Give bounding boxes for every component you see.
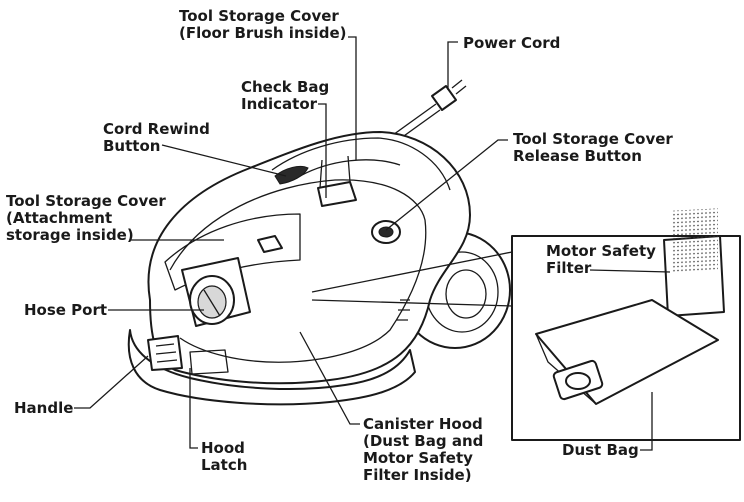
label-check-bag-indicator: Check Bag Indicator [241, 79, 329, 113]
label-line: Power Cord [463, 34, 561, 52]
label-line: Handle [14, 399, 74, 417]
label-line: Button [103, 137, 161, 155]
label-line: Filter [546, 259, 592, 277]
label-cord-rewind-button: Cord Rewind Button [103, 121, 210, 155]
label-line: Release Button [513, 147, 642, 165]
canister-body-drawing [127, 131, 471, 406]
label-line: (Dust Bag and [363, 432, 484, 450]
label-motor-safety-filter: Motor Safety Filter [546, 243, 656, 277]
label-line: (Floor Brush inside) [179, 24, 347, 42]
label-power-cord: Power Cord [463, 35, 560, 52]
label-line: Cord Rewind [103, 120, 210, 138]
label-line: Indicator [241, 95, 318, 113]
label-dust-bag: Dust Bag [562, 442, 639, 459]
label-line: Canister Hood [363, 415, 483, 433]
label-line: Hose Port [24, 301, 108, 319]
label-tool-storage-cover-side: Tool Storage Cover (Attachment storage i… [6, 193, 166, 244]
label-line: Tool Storage Cover [513, 130, 673, 148]
label-canister-hood: Canister Hood (Dust Bag and Motor Safety… [363, 416, 483, 484]
filter-bag-callout [311, 208, 741, 441]
label-line: Tool Storage Cover [6, 192, 166, 210]
label-hose-port: Hose Port [24, 302, 107, 319]
label-tool-storage-cover-top: Tool Storage Cover (Floor Brush inside) [179, 8, 346, 42]
label-handle: Handle [14, 400, 73, 417]
label-line: (Attachment [6, 209, 113, 227]
label-tool-storage-cover-release: Tool Storage Cover Release Button [513, 131, 673, 165]
label-line: Latch [201, 456, 248, 474]
label-line: Dust Bag [562, 441, 639, 459]
label-line: Filter Inside) [363, 466, 472, 484]
leader-lines [74, 36, 671, 451]
label-line: Check Bag [241, 78, 330, 96]
label-hood-latch: Hood Latch [201, 440, 247, 474]
label-line: Motor Safety [546, 242, 656, 260]
label-line: Motor Safety [363, 449, 473, 467]
label-line: storage inside) [6, 226, 134, 244]
label-line: Hood [201, 439, 245, 457]
label-line: Tool Storage Cover [179, 7, 339, 25]
